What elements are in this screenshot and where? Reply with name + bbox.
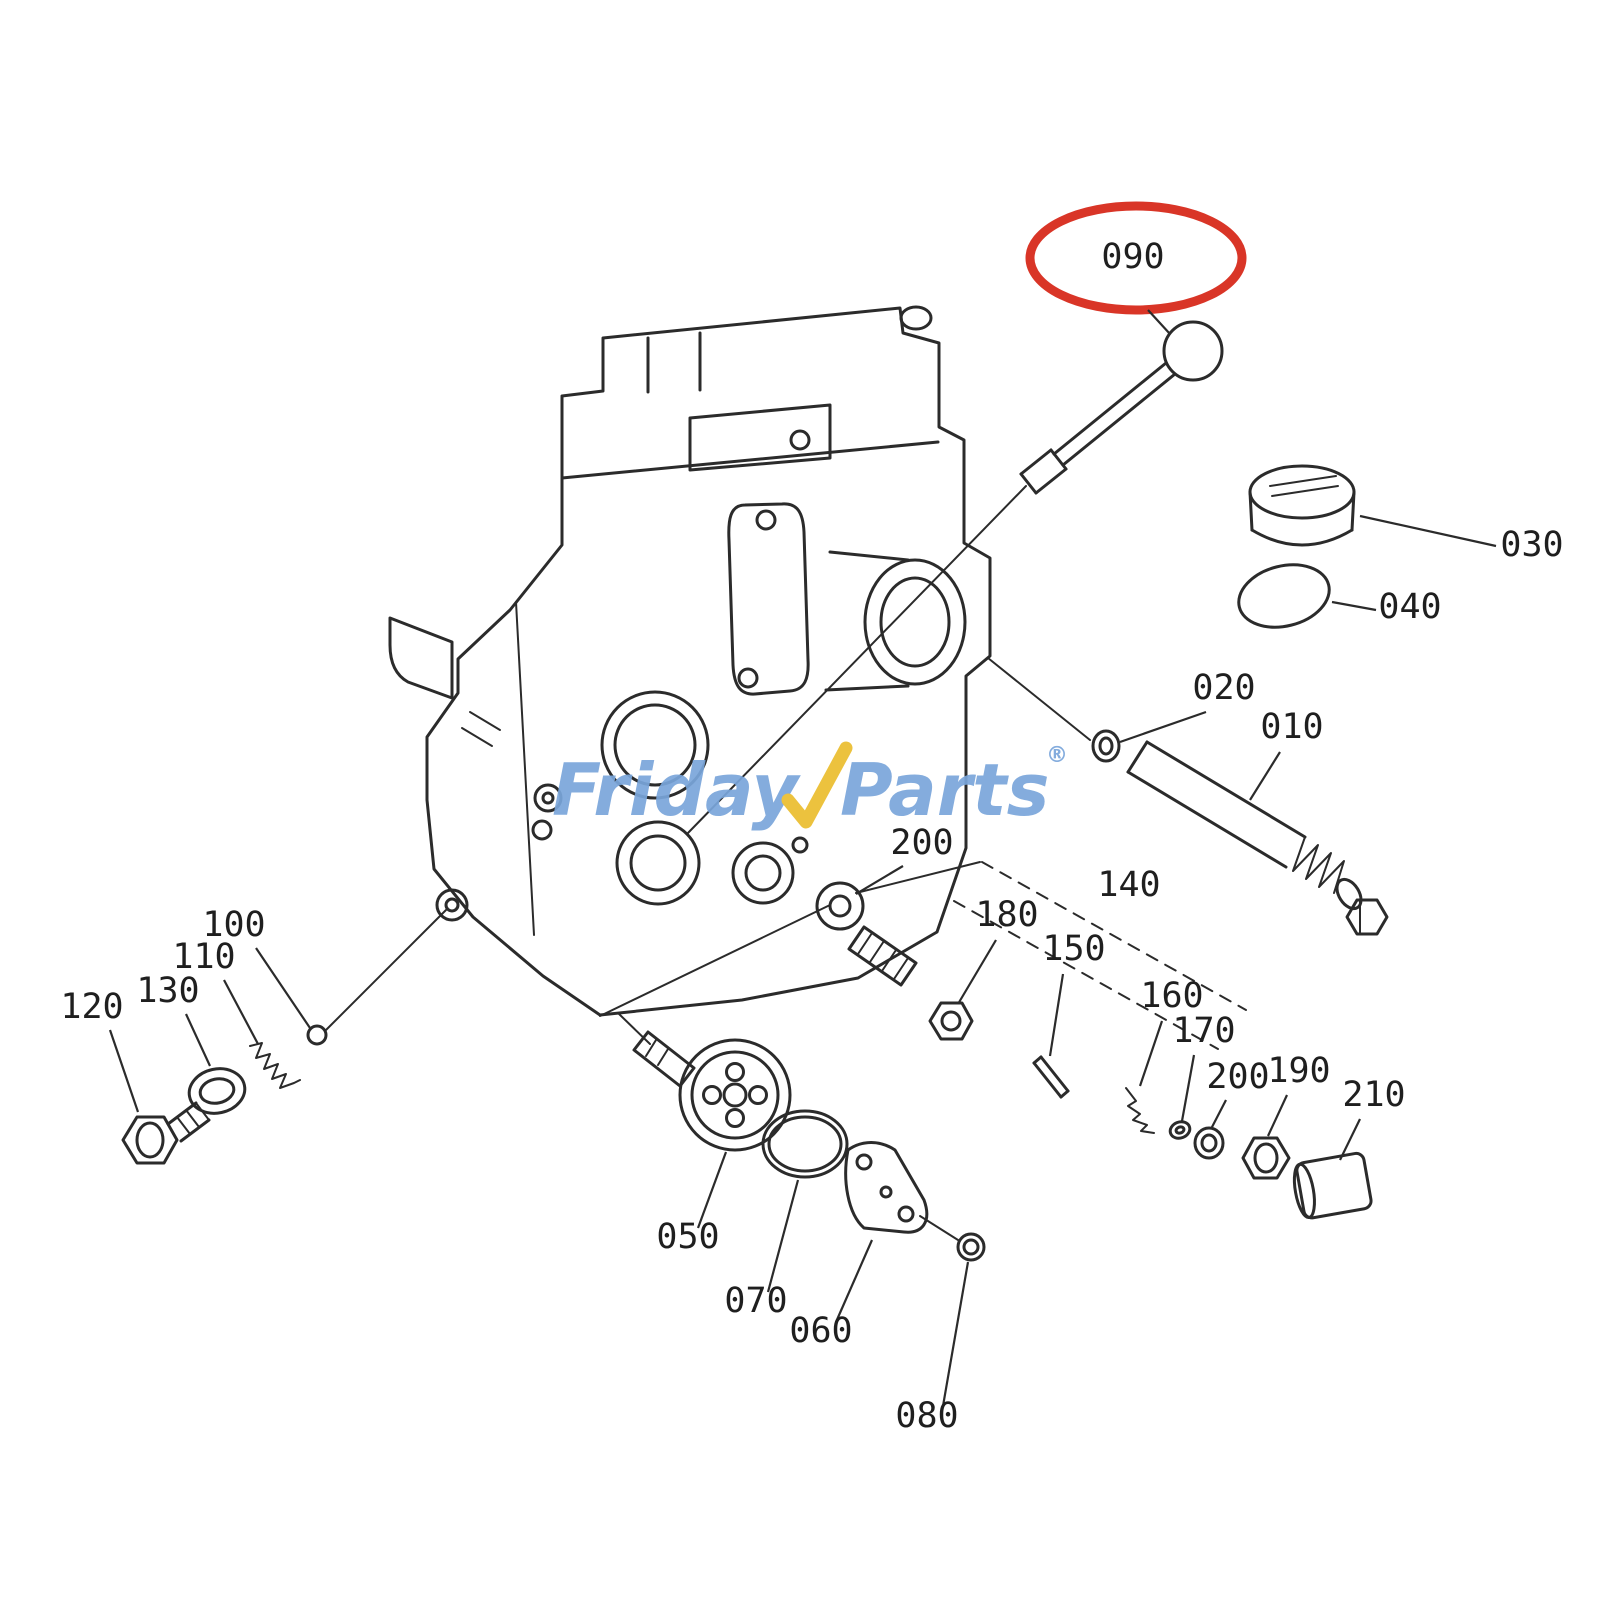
part-200-washer-a (815, 881, 865, 931)
part-110-spring (249, 1042, 301, 1089)
dashed-axis-upper (981, 861, 1247, 1011)
part-170-washer (1168, 1120, 1192, 1140)
part-label-150-8: 150 (1042, 929, 1105, 969)
leader-line-070 (766, 1179, 800, 1293)
watermark-text-left: Friday (552, 748, 801, 832)
transmission-case (388, 305, 992, 1017)
leader-line-180 (957, 939, 997, 1005)
dipstick-head (1162, 320, 1224, 382)
part-120-plug (121, 1101, 211, 1165)
leader-line-210 (1339, 1118, 1361, 1161)
dashed-axis-lower (953, 900, 1219, 1050)
case-bore-large (600, 690, 710, 800)
part-190-plug (1241, 1136, 1291, 1180)
leader-line-150 (1048, 973, 1065, 1057)
leader-line-060 (834, 1239, 874, 1323)
leader-line-200 (1210, 1099, 1227, 1130)
case-rib (727, 502, 810, 696)
part-label-140-6: 140 (1097, 865, 1160, 905)
part-label-050-18: 050 (656, 1217, 719, 1257)
watermark: Friday Parts ® (552, 741, 1068, 832)
leader-line-130 (185, 1013, 211, 1067)
part-210-cap (1292, 1151, 1373, 1220)
leader-line-080 (941, 1261, 970, 1407)
part-label-030-1: 030 (1500, 525, 1563, 565)
case-bore-small (731, 841, 795, 905)
case-top-boss (899, 305, 933, 331)
case-left-tab (388, 616, 454, 700)
part-label-010-4: 010 (1260, 707, 1323, 747)
assembly-axis-line (987, 657, 1091, 741)
part-090-dipstick (686, 320, 1224, 835)
part-label-180-7: 180 (975, 895, 1038, 935)
part-label-190-12: 190 (1267, 1051, 1330, 1091)
part-label-170-10: 170 (1172, 1011, 1235, 1051)
watermark-text-right: Parts (840, 748, 1050, 832)
part-label-060-20: 060 (789, 1311, 852, 1351)
plunger-bolt-head (1345, 898, 1389, 936)
part-label-120-17: 120 (60, 987, 123, 1027)
labels-layer: 0900300400200102001401801501601702001902… (60, 237, 1563, 1436)
watermark-check-icon (781, 741, 853, 829)
leader-line-020 (1119, 710, 1207, 744)
part-label-210-13: 210 (1342, 1075, 1405, 1115)
part-label-090-highlighted-0: 090 (1101, 237, 1164, 277)
part-label-200-11: 200 (1206, 1057, 1269, 1097)
part-040-oring (1237, 563, 1331, 629)
leader-line-190 (1267, 1094, 1288, 1137)
part-080-bolt (919, 1215, 986, 1262)
part-070-oring (761, 1109, 849, 1179)
left-axis-line (325, 909, 447, 1031)
watermark-reg-mark: ® (1046, 743, 1068, 768)
part-200-washer-b (1193, 1126, 1225, 1160)
case-bolt-boss (435, 888, 469, 922)
case-bore-lower (615, 820, 701, 906)
part-030-cap (1248, 464, 1356, 547)
part-label-080-21: 080 (895, 1396, 958, 1436)
part-label-020-3: 020 (1192, 668, 1255, 708)
leader-line-030 (1359, 514, 1497, 548)
axis-lines (599, 861, 1247, 1050)
leader-line-100 (255, 947, 311, 1029)
leader-line-050 (696, 1151, 728, 1229)
part-100-ball (306, 909, 447, 1046)
plunger-spring (1292, 836, 1345, 894)
part-label-130-16: 130 (136, 971, 199, 1011)
part-label-200-5: 200 (890, 823, 953, 863)
part-label-110-15: 110 (172, 937, 235, 977)
part-150-pin (1032, 1055, 1070, 1099)
leader-line-200 (855, 865, 904, 895)
leader-line-120 (108, 1029, 140, 1113)
part-010-detent-plunger (1126, 740, 1389, 936)
part-050-pump (632, 1030, 792, 1152)
part-130-oring (187, 1067, 247, 1115)
case-outline (425, 306, 992, 1017)
part-label-160-9: 160 (1140, 976, 1203, 1016)
part-060-cover (844, 1141, 929, 1234)
leader-line-160 (1138, 1020, 1164, 1087)
leader-line-040 (1331, 600, 1377, 612)
part-label-040-2: 040 (1378, 587, 1441, 627)
part-180-nut (928, 1001, 974, 1041)
part-label-100-14: 100 (202, 905, 265, 945)
leader-line-090 (1147, 309, 1171, 335)
case-cylinder-boss (824, 550, 967, 692)
leader-line-170 (1180, 1054, 1196, 1122)
part-label-070-19: 070 (724, 1281, 787, 1321)
part-160-spring (1125, 1087, 1155, 1134)
leader-line-110 (223, 979, 259, 1045)
part-spring-spool (847, 925, 918, 987)
dipstick-axis-line (686, 485, 1027, 835)
part-020-ring (987, 657, 1121, 763)
highlight-ellipse-090 (1025, 201, 1247, 315)
leader-line-010 (1249, 751, 1281, 801)
